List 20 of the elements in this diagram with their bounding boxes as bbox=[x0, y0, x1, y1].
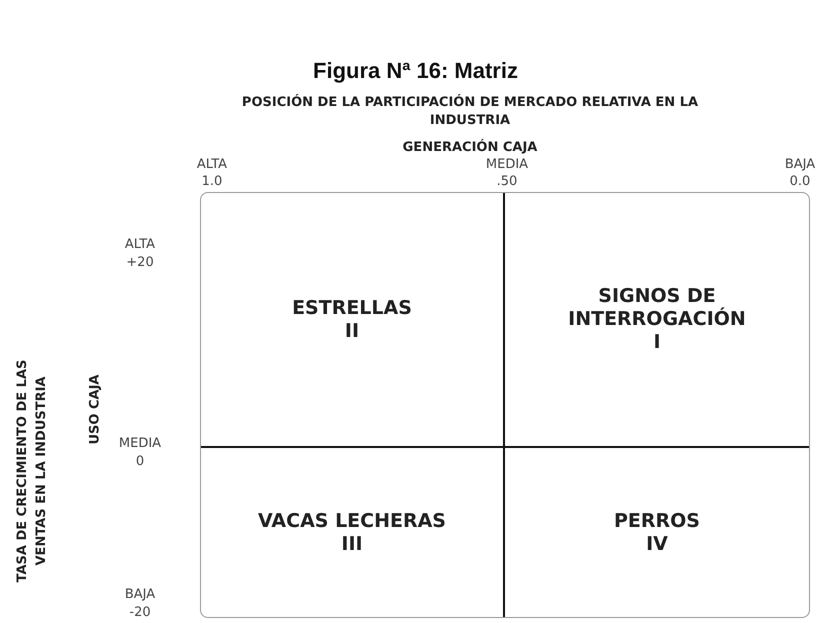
axis-title: TASA DE CRECIMIENTO DE LAS VENTAS EN LA INDUSTRIA bbox=[14, 358, 50, 584]
quadrant-number: I bbox=[653, 331, 661, 354]
axis-tick-label: BAJA 0.0 bbox=[784, 156, 816, 190]
quadrant-name: SIGNOS DE INTERROGACIÓN bbox=[567, 285, 747, 331]
axis-tick-label: ALTA +20 bbox=[124, 236, 156, 272]
quadrant-name: VACAS LECHERAS bbox=[258, 510, 446, 532]
quadrant-name: PERROS bbox=[614, 510, 700, 532]
quadrant-number: III bbox=[341, 532, 363, 556]
figure-title: Figura Nª 16: Matriz bbox=[312, 58, 519, 84]
axis-tick-label: BAJA -20 bbox=[124, 586, 156, 622]
quadrant-name: ESTRELLAS bbox=[292, 296, 412, 320]
axis-title: POSICIÓN DE LA PARTICIPACIÓN DE MERCADO RELATIVA EN LA INDUSTRIA bbox=[240, 94, 700, 130]
axis-subtitle: GENERACIÓN CAJA bbox=[402, 140, 538, 155]
axis-tick-label: MEDIA .50 bbox=[484, 156, 530, 190]
quadrant bbox=[201, 193, 505, 448]
axis-subtitle: USO CAJA bbox=[88, 374, 102, 446]
axis-tick-label: MEDIA 0 bbox=[118, 435, 162, 471]
quadrant-number: IV bbox=[646, 532, 668, 556]
quadrant-number: II bbox=[344, 320, 360, 342]
axis-tick-label: ALTA 1.0 bbox=[196, 156, 228, 190]
